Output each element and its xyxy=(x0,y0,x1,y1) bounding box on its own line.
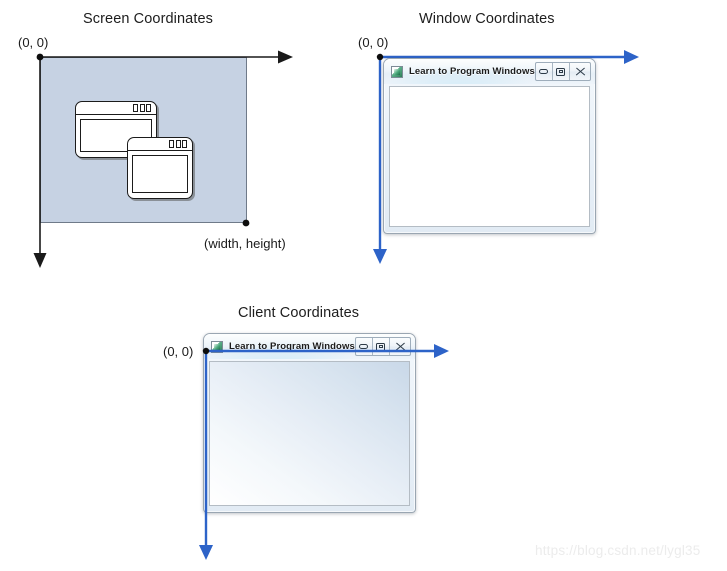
mini-window-front-button-1 xyxy=(169,140,174,148)
mini-window-front xyxy=(127,137,193,199)
mini-window-front-button-3 xyxy=(182,140,187,148)
minimize-icon xyxy=(359,344,369,349)
extent-label-screen: (width, height) xyxy=(204,236,286,251)
panel-title-screen: Screen Coordinates xyxy=(83,11,213,27)
minimize-button[interactable] xyxy=(356,338,373,355)
maximize-icon xyxy=(556,67,566,76)
panel-title-client: Client Coordinates xyxy=(238,305,360,321)
watermark-text: https://blog.csdn.net/lygl35 xyxy=(535,543,701,558)
origin-dot-screen xyxy=(36,53,44,61)
origin-dot-window xyxy=(376,53,384,61)
origin-label-client: (0, 0) xyxy=(163,344,194,359)
window-client-area xyxy=(389,86,590,227)
mini-window-back-button-2 xyxy=(139,104,145,112)
extent-dot-screen xyxy=(242,219,250,227)
y-axis-arrowhead-window xyxy=(373,249,387,264)
window-title-text: Learn to Program Windows xyxy=(229,341,355,352)
app-window-client-coords[interactable]: Learn to Program Windows xyxy=(203,333,416,513)
x-axis-arrowhead-screen xyxy=(278,50,293,64)
minimize-icon xyxy=(539,69,549,74)
mini-window-front-client xyxy=(132,155,188,193)
origin-dot-client xyxy=(202,347,210,355)
mini-window-back-button-1 xyxy=(133,104,138,112)
window-controls-window-coords[interactable] xyxy=(534,62,591,81)
app-window-window-coords[interactable]: Learn to Program Windows xyxy=(383,58,596,234)
origin-label-window: (0, 0) xyxy=(358,35,389,50)
maximize-button[interactable] xyxy=(553,63,570,80)
x-axis-arrowhead-client xyxy=(434,344,449,358)
mini-window-front-button-2 xyxy=(175,140,181,148)
x-axis-arrowhead-window xyxy=(624,50,639,64)
panel-title-window: Window Coordinates xyxy=(419,11,555,27)
minimize-button[interactable] xyxy=(536,63,553,80)
window-titlebar-window-coords[interactable]: Learn to Program Windows xyxy=(384,59,595,84)
y-axis-arrowhead-client xyxy=(199,545,213,560)
app-icon xyxy=(391,65,403,78)
mini-window-back-titlebar xyxy=(76,102,156,115)
mini-window-back-button-3 xyxy=(146,104,151,112)
y-axis-arrowhead-screen xyxy=(33,253,47,268)
window-title-text: Learn to Program Windows xyxy=(409,66,535,77)
window-client-area xyxy=(209,361,410,506)
mini-window-front-titlebar xyxy=(128,138,192,151)
origin-label-screen: (0, 0) xyxy=(18,35,49,50)
mini-window-back xyxy=(75,101,157,158)
